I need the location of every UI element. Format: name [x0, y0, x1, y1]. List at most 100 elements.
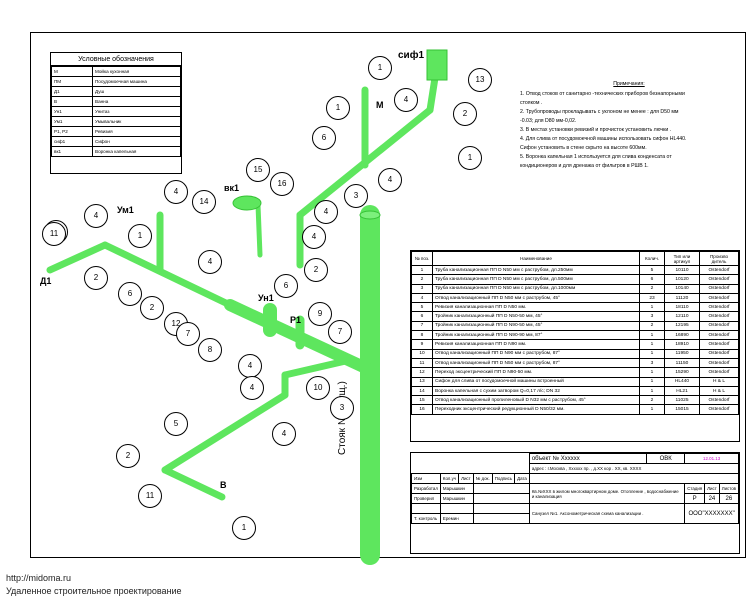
spec-maker: Ostendorf: [699, 292, 739, 304]
spec-article: 10140: [664, 283, 700, 294]
spec-name: Воронка капельная с сухим затвором Q=0,1…: [432, 385, 640, 397]
spec-maker: Ostendorf: [699, 274, 739, 285]
spec-pos: 4: [411, 292, 433, 304]
spec-name: Труба канализационная ПП D N50 мм с раст…: [432, 274, 640, 285]
spec-header: № поз.: [411, 251, 433, 266]
position-callout: 6: [118, 282, 142, 306]
label-m: М: [376, 100, 384, 110]
spec-header: Колич.: [639, 251, 665, 266]
position-callout: 11: [42, 222, 66, 246]
spec-pos: 6: [411, 311, 433, 322]
position-callout: 4: [164, 180, 188, 204]
spec-article: 12195: [664, 320, 700, 332]
spec-qty: 1: [639, 367, 665, 378]
spec-maker: Ostendorf: [699, 348, 739, 359]
position-callout: 4: [272, 422, 296, 446]
position-callout: 3: [330, 396, 354, 420]
label-vk1: вк1: [224, 183, 240, 193]
spec-article: 10120: [664, 274, 700, 285]
stamp-header: Кол.уч: [439, 473, 460, 484]
spec-maker: Ostendorf: [699, 302, 739, 313]
legend-description: Ванна: [92, 96, 181, 107]
bath-diag-pipe: [161, 391, 289, 474]
legend-title: Условные обозначения: [51, 53, 181, 66]
riser-cap: [359, 210, 381, 220]
position-callout: 6: [274, 274, 298, 298]
spec-maker: Ostendorf: [699, 311, 739, 322]
section-code: ОВК: [646, 453, 686, 464]
label-sif1: сиф1: [398, 50, 425, 61]
spec-name: Отвод канализационный ПП D N50 мм с раст…: [432, 292, 640, 304]
spec-qty: 1: [639, 348, 665, 359]
legend-description: Воронка капельная: [92, 146, 181, 157]
position-callout: 4: [394, 88, 418, 112]
spec-pos: 3: [411, 283, 433, 294]
footer-url[interactable]: http://midoma.ru: [6, 573, 72, 583]
spec-qty: 3: [639, 357, 665, 369]
spec-article: 18110: [664, 302, 700, 313]
label-v: В: [220, 480, 227, 490]
stamp-header: № док.: [472, 473, 493, 484]
stamp-header: Лист: [458, 473, 474, 484]
spec-pos: 2: [411, 274, 433, 285]
spec-pos: 8: [411, 330, 433, 341]
spec-pos: 15: [411, 395, 433, 406]
spec-qty: 2: [639, 320, 665, 332]
position-callout: 13: [468, 68, 492, 92]
project-name: Кв.№ХХХ в жилом многоквартирном доме. От…: [528, 483, 686, 504]
note-item: 2. Трубопроводы прокладывать с уклоном н…: [520, 109, 679, 124]
legend-description: Посудомоечная машина: [92, 76, 181, 87]
spec-pos: 13: [411, 376, 433, 387]
stage: Р: [684, 493, 706, 504]
position-callout: 4: [314, 200, 338, 224]
spec-pos: 16: [411, 404, 433, 415]
sheet-label: Лист: [704, 483, 720, 494]
sheet-number: 24: [704, 493, 720, 504]
legend-code: В: [51, 96, 93, 107]
address: адрес : г.Москва , Хххххх пр. , д.ХХ кор…: [528, 463, 740, 474]
label-um1: Ум1: [117, 205, 134, 215]
position-callout: 1: [326, 96, 350, 120]
spec-name: Сифон для слива от посудомоечной машины …: [432, 376, 640, 387]
note-item: 1. Отвод стоков от санитарно -технически…: [520, 91, 685, 106]
sheets-total: 26: [718, 493, 740, 504]
spec-maker: Ostendorf: [699, 367, 739, 378]
legend-description: Умывальник: [92, 116, 181, 127]
spec-pos: 5: [411, 302, 433, 313]
spec-name: Переходник эксцентрический редукционный …: [432, 404, 640, 415]
spec-name: Переход эксцентрический ПП D N90-50 мм.: [432, 367, 640, 378]
label-p1: Р1: [290, 315, 302, 325]
spec-article: 15290: [664, 367, 700, 378]
legend-code: Ун1: [51, 106, 93, 117]
spec-maker: Ostendorf: [699, 339, 739, 350]
position-callout: 2: [453, 102, 477, 126]
legend-description: Унитаз: [92, 106, 181, 117]
position-callout: 4: [238, 354, 262, 378]
drawing-frame: [30, 32, 746, 558]
spec-article: 11950: [664, 348, 700, 359]
spec-maker: Ostendorf: [699, 404, 739, 415]
footer-tagline: Удаленное строительное проектирование: [6, 586, 182, 596]
note-item: 3. В местах установки ревизий и прочисто…: [520, 127, 672, 133]
position-callout: 9: [308, 302, 332, 326]
notes-title: Примечания:: [613, 81, 645, 87]
spec-qty: 2: [639, 395, 665, 406]
spec-header: Наименование: [432, 251, 640, 266]
position-callout: 11: [138, 484, 162, 508]
spec-article: 18910: [664, 339, 700, 350]
branch-to-d1: [101, 241, 234, 309]
position-callout: 2: [140, 296, 164, 320]
